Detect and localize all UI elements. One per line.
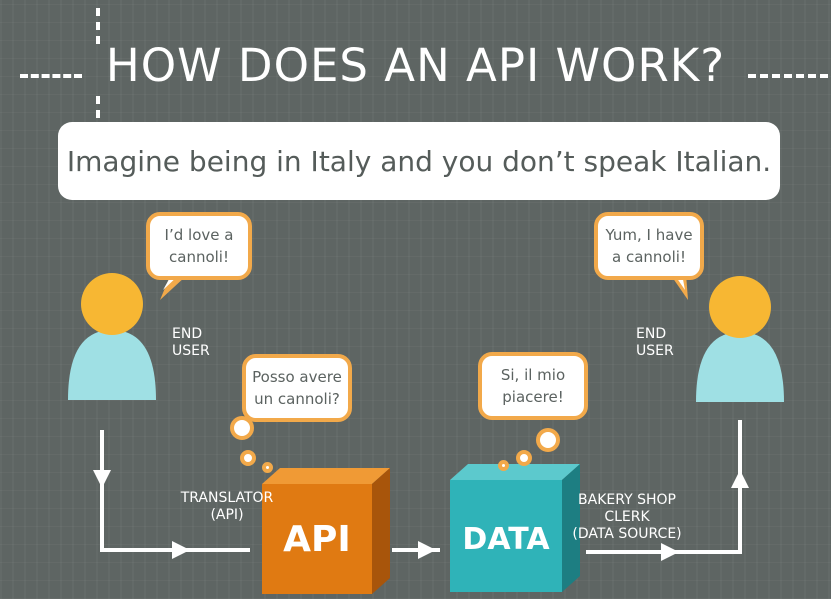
- translator-thought-bubble: Posso avere un cannoli?: [242, 354, 352, 422]
- clerk-thought-dot-large: [536, 428, 560, 452]
- right-user-label: END USER: [636, 326, 674, 359]
- title-dash-right: [748, 74, 828, 78]
- translator-thought-dot-large: [230, 416, 254, 440]
- right-speech-tail: [670, 274, 688, 300]
- intro-text: Imagine being in Italy and you don’t spe…: [66, 144, 772, 178]
- arrow-down-icon: [93, 470, 111, 488]
- data-cube-label: DATA: [462, 522, 550, 557]
- translator-thought-dot-small: [262, 462, 273, 473]
- translator-thought-dot-medium: [240, 450, 256, 466]
- left-user-label: END USER: [172, 326, 210, 359]
- title-dash-left: [20, 74, 82, 78]
- clerk-label: BAKERY SHOP CLERK (DATA SOURCE): [572, 492, 682, 542]
- clerk-thought-dot-small: [498, 460, 509, 471]
- flow-line-data-to-user: [586, 420, 742, 554]
- flow-arrows: [93, 470, 749, 561]
- clerk-thought-bubble: Si, il mio piacere!: [478, 352, 588, 420]
- arrow-up-icon: [731, 470, 749, 488]
- diagram-title: HOW DOES AN API WORK?: [105, 39, 726, 92]
- data-cube: DATA: [450, 464, 580, 592]
- arrow-right-icon-2: [418, 541, 436, 559]
- clerk-thought-dot-medium: [516, 450, 532, 466]
- left-user-speech-bubble: I’d love a cannoli!: [146, 212, 252, 280]
- title-dash-vertical-bottom: [96, 96, 100, 118]
- right-user-speech-bubble: Yum, I have a cannoli!: [594, 212, 704, 280]
- arrow-right-icon-3: [661, 543, 679, 561]
- arrow-right-icon: [172, 541, 190, 559]
- right-user-icon: [696, 276, 784, 402]
- translator-label: TRANSLATOR (API): [180, 490, 274, 523]
- left-speech-tail: [160, 276, 186, 300]
- title-dash-vertical-top: [96, 8, 100, 44]
- api-cube-label: API: [283, 519, 351, 560]
- api-cube: API: [262, 468, 390, 594]
- left-user-icon: [68, 273, 156, 400]
- intro-banner: Imagine being in Italy and you don’t spe…: [58, 122, 780, 200]
